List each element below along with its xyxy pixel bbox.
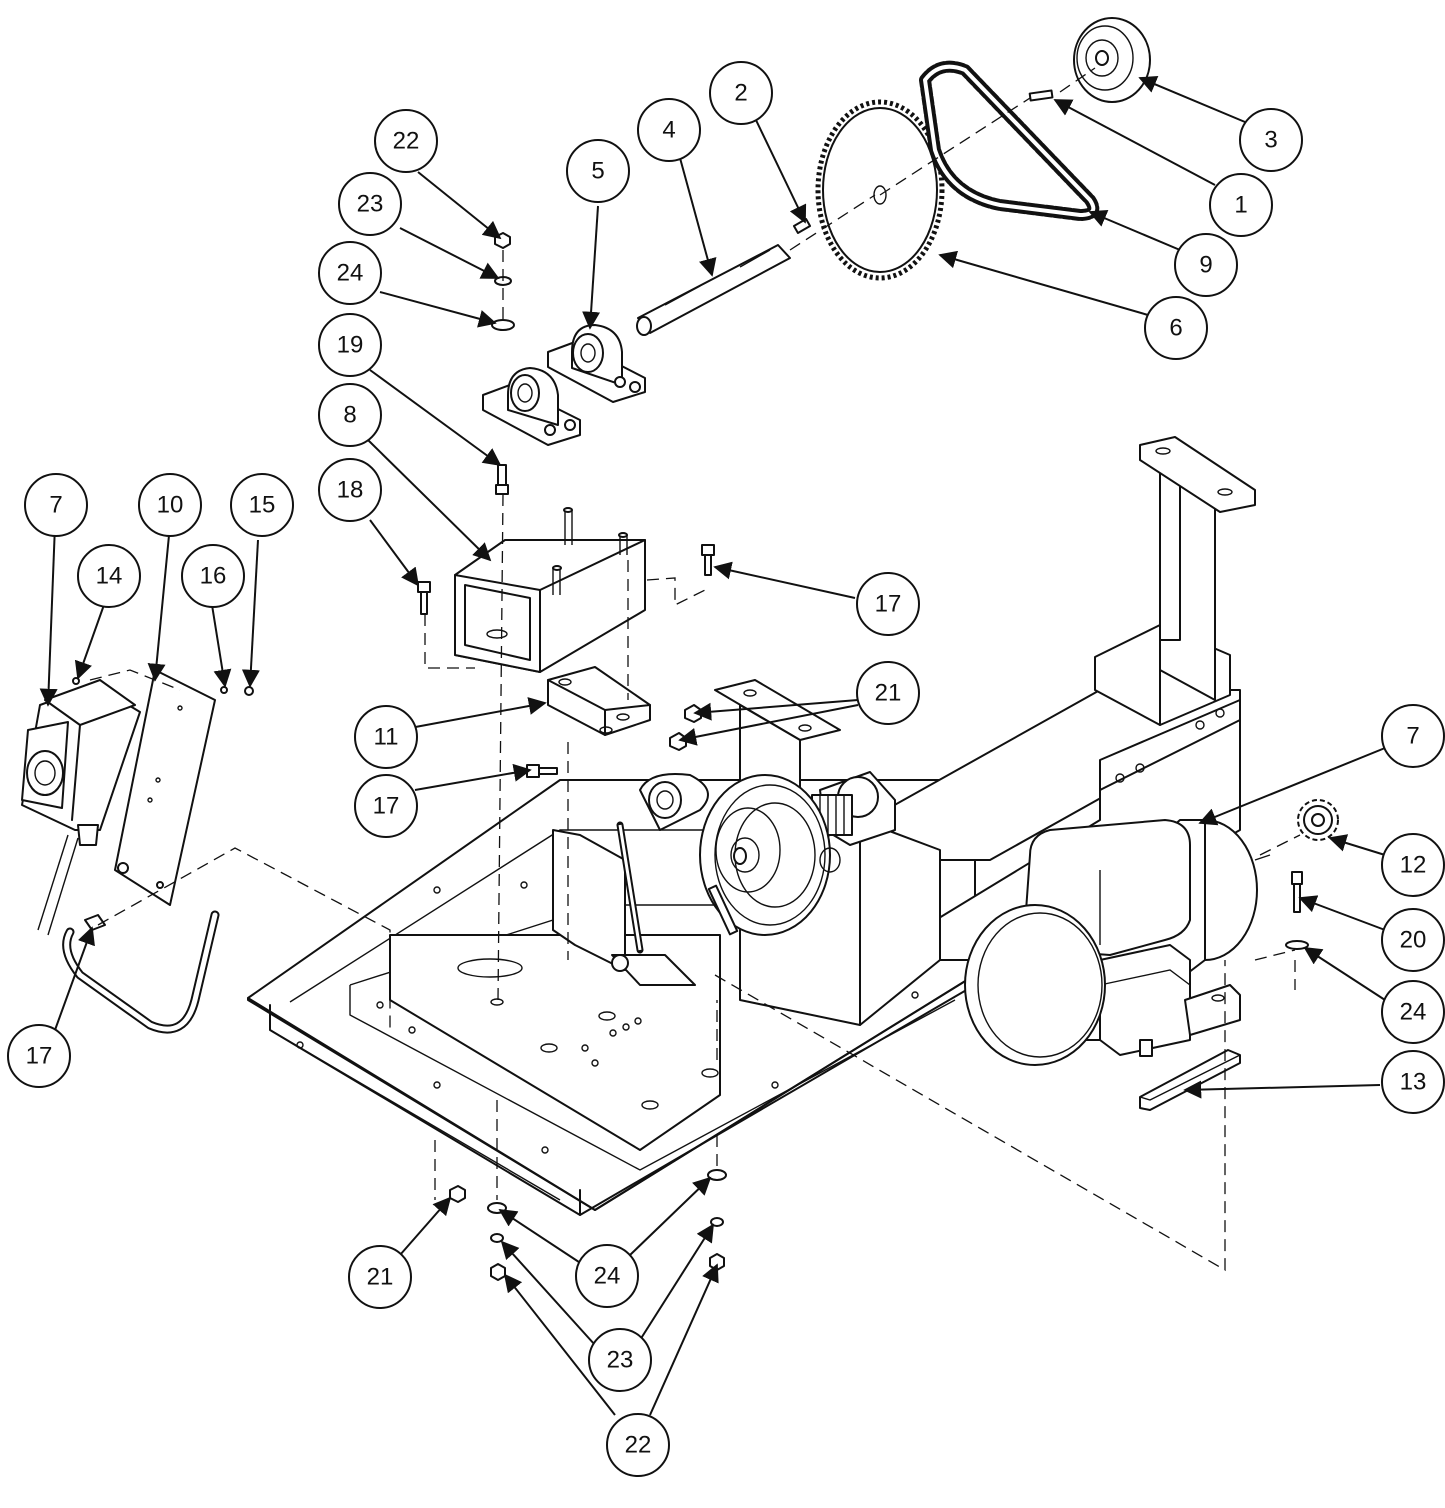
callout-17-right: 17 xyxy=(856,572,920,636)
callout-9: 9 xyxy=(1174,233,1238,297)
svg-text:19: 19 xyxy=(337,332,364,359)
svg-text:22: 22 xyxy=(393,128,420,155)
pump-mount xyxy=(699,679,941,1026)
callout-leaders xyxy=(39,75,1386,1416)
assembly-lines xyxy=(89,67,1301,1272)
svg-text:3: 3 xyxy=(1264,127,1277,154)
slide-box xyxy=(454,507,646,673)
callout-8: 8 xyxy=(318,383,382,447)
svg-text:23: 23 xyxy=(607,1347,634,1374)
callouts: 1 2 3 4 5 6 7 7 8 9 10 11 12 13 14 15 16… xyxy=(7,61,1445,1477)
callout-3: 3 xyxy=(1239,108,1303,172)
motor-mount-bar xyxy=(1139,1049,1241,1111)
svg-text:9: 9 xyxy=(1199,252,1212,279)
callout-5: 5 xyxy=(566,139,630,203)
svg-text:8: 8 xyxy=(343,402,356,429)
callout-14: 14 xyxy=(77,544,141,608)
svg-text:1: 1 xyxy=(1234,192,1247,219)
callout-17-mid: 17 xyxy=(354,774,418,838)
small-pulley xyxy=(1073,17,1151,103)
main-shaft xyxy=(636,244,791,336)
svg-text:13: 13 xyxy=(1400,1069,1427,1096)
callout-7-motor: 7 xyxy=(1381,704,1445,768)
svg-text:24: 24 xyxy=(594,1263,621,1290)
callout-17-left: 17 xyxy=(7,1024,71,1088)
callout-23-bottom: 23 xyxy=(588,1328,652,1392)
svg-text:4: 4 xyxy=(662,117,675,144)
callout-19: 19 xyxy=(318,313,382,377)
electric-motor xyxy=(964,819,1271,1066)
callout-4: 4 xyxy=(637,98,701,162)
callout-12: 12 xyxy=(1381,833,1445,897)
callout-13: 13 xyxy=(1381,1050,1445,1114)
svg-text:16: 16 xyxy=(200,563,227,590)
large-sprocket xyxy=(815,99,945,281)
svg-text:11: 11 xyxy=(374,724,399,751)
svg-text:6: 6 xyxy=(1169,315,1182,342)
callout-22-bottom: 22 xyxy=(606,1413,670,1477)
callout-22-top: 22 xyxy=(374,109,438,173)
motor-bolt xyxy=(1285,871,1309,950)
callout-24-right: 24 xyxy=(1381,980,1445,1044)
linkage xyxy=(552,773,709,986)
angle-bracket xyxy=(547,666,651,736)
svg-text:22: 22 xyxy=(625,1432,652,1459)
callout-10: 10 xyxy=(138,473,202,537)
callout-11: 11 xyxy=(354,705,418,769)
pulley-key xyxy=(1028,89,1054,102)
callout-1: 1 xyxy=(1209,173,1273,237)
svg-text:24: 24 xyxy=(337,260,364,287)
callout-18: 18 xyxy=(318,458,382,522)
callout-20: 20 xyxy=(1381,908,1445,972)
callout-7-switch: 7 xyxy=(24,473,88,537)
svg-text:18: 18 xyxy=(337,477,364,504)
svg-text:17: 17 xyxy=(875,591,902,618)
switch-assembly xyxy=(21,669,220,1034)
svg-text:17: 17 xyxy=(373,793,400,820)
callout-24-top: 24 xyxy=(318,241,382,305)
beam-upright xyxy=(849,436,1256,961)
pillow-blocks xyxy=(482,324,646,446)
svg-text:2: 2 xyxy=(734,80,747,107)
shaft-key xyxy=(792,218,812,234)
svg-text:14: 14 xyxy=(96,563,123,590)
callout-23-top: 23 xyxy=(338,172,402,236)
svg-text:10: 10 xyxy=(157,492,184,519)
svg-text:21: 21 xyxy=(875,680,902,707)
svg-text:23: 23 xyxy=(357,191,384,218)
svg-text:17: 17 xyxy=(26,1043,53,1070)
svg-text:7: 7 xyxy=(49,492,62,519)
drive-chain xyxy=(919,60,1100,221)
callout-6: 6 xyxy=(1144,296,1208,360)
callout-24-bottom: 24 xyxy=(575,1244,639,1308)
svg-text:15: 15 xyxy=(249,492,276,519)
callout-15: 15 xyxy=(230,473,294,537)
callout-2: 2 xyxy=(709,61,773,125)
drive-sprocket xyxy=(1297,799,1339,841)
callout-16: 16 xyxy=(181,544,245,608)
svg-text:12: 12 xyxy=(1400,852,1427,879)
svg-text:20: 20 xyxy=(1400,927,1427,954)
callout-21-top: 21 xyxy=(856,661,920,725)
svg-text:21: 21 xyxy=(367,1264,394,1291)
svg-text:7: 7 xyxy=(1406,723,1419,750)
svg-text:5: 5 xyxy=(591,158,604,185)
svg-text:24: 24 xyxy=(1400,999,1427,1026)
callout-21-bottom: 21 xyxy=(348,1245,412,1309)
